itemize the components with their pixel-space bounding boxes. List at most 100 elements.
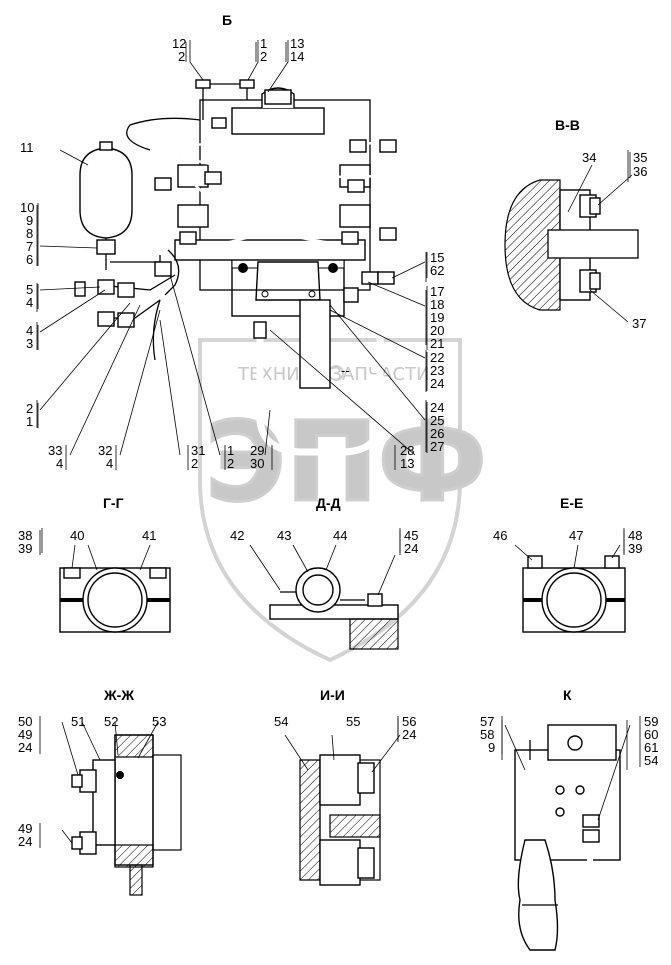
label-41: 41 [142, 528, 156, 543]
label-40: 40 [70, 528, 84, 543]
label-55: 55 [346, 714, 360, 729]
label-26: 26 [430, 426, 444, 441]
label-2: 2 [260, 49, 267, 64]
label-2: 2 [227, 456, 234, 471]
label-47: 47 [569, 528, 583, 543]
label-51: 51 [71, 714, 85, 729]
label-24: 24 [430, 400, 444, 415]
label-17: 17 [430, 284, 444, 299]
label-31: 31 [191, 443, 205, 458]
label-25: 25 [430, 413, 444, 428]
label-48: 48 [628, 528, 642, 543]
label-4: 4 [26, 295, 33, 310]
title-view-k: К [563, 687, 572, 703]
label-9: 9 [488, 740, 495, 755]
label-52: 52 [104, 714, 118, 729]
view-vv [504, 150, 639, 323]
label-44: 44 [333, 528, 347, 543]
label-12: 12 [172, 36, 186, 51]
label-6: 6 [26, 252, 33, 267]
label-2: 2 [191, 456, 198, 471]
label-54: 54 [274, 714, 288, 729]
view-ee [514, 528, 626, 633]
label-4: 4 [26, 323, 33, 338]
label-21: 21 [430, 336, 444, 351]
label-39: 39 [18, 541, 32, 556]
label-53: 53 [152, 714, 166, 729]
label-34: 34 [582, 150, 596, 165]
label-29: 29 [250, 443, 264, 458]
label-58: 58 [480, 727, 494, 742]
view-k [501, 720, 631, 955]
label-5: 5 [26, 282, 33, 297]
label-7: 7 [26, 239, 33, 254]
title-view-zhzh: Ж-Ж [103, 687, 134, 703]
label-23: 23 [430, 363, 444, 378]
label-18: 18 [430, 297, 444, 312]
label-49: 49 [18, 727, 32, 742]
view-gg [41, 528, 171, 633]
part-labels: 12 2 1 2 13 14 11 10 9 8 7 6 5 4 4 3 2 1… [18, 36, 658, 849]
label-24: 24 [404, 541, 418, 556]
label-1: 1 [227, 443, 234, 458]
label-46: 46 [493, 528, 507, 543]
label-2: 2 [178, 49, 185, 64]
title-view-gg: Г-Г [103, 495, 124, 511]
label-39: 39 [628, 541, 642, 556]
label-11: 11 [20, 140, 34, 155]
label-13: 13 [400, 456, 414, 471]
title-view-b: Б [222, 12, 232, 28]
label-30: 30 [250, 456, 264, 471]
label-4: 4 [106, 456, 113, 471]
label-4: 4 [56, 456, 63, 471]
title-view-vv: В-В [555, 117, 580, 133]
watermark-logo: ЭПФ [205, 398, 487, 526]
label-60: 60 [644, 727, 658, 742]
view-dd [249, 528, 401, 650]
label-14: 14 [290, 49, 304, 64]
label-24: 24 [402, 727, 416, 742]
label-brackets [37, 152, 641, 848]
label-62: 62 [430, 263, 444, 278]
view-ii [284, 718, 401, 886]
label-20: 20 [430, 323, 444, 338]
label-22: 22 [430, 350, 444, 365]
label-61: 61 [644, 740, 658, 755]
label-13: 13 [290, 36, 304, 51]
label-49: 49 [18, 821, 32, 836]
label-8: 8 [26, 226, 33, 241]
label-50: 50 [18, 714, 32, 729]
main-assembly: -- [74, 79, 401, 456]
svg-text:--: -- [341, 363, 350, 378]
title-view-dd: Д-Д [316, 495, 341, 511]
watermark: ТЕХНИКА ЗАПЧАСТИ ЭПФ [198, 338, 488, 663]
label-54: 54 [644, 753, 658, 768]
title-view-ee: Е-Е [560, 495, 583, 511]
label-37: 37 [632, 316, 646, 331]
label-15: 15 [430, 250, 444, 265]
label-42: 42 [230, 528, 244, 543]
label-1: 1 [260, 36, 267, 51]
view-zhzh [61, 721, 182, 896]
label-32: 32 [98, 443, 112, 458]
label-24: 24 [18, 834, 32, 849]
label-27: 27 [430, 439, 444, 454]
label-1: 1 [26, 414, 33, 429]
label-10: 10 [20, 200, 34, 215]
label-35: 35 [633, 150, 647, 165]
label-24: 24 [18, 740, 32, 755]
title-view-ii: И-И [320, 687, 345, 703]
label-38: 38 [18, 528, 32, 543]
label-19: 19 [430, 310, 444, 325]
label-2: 2 [26, 401, 33, 416]
label-36: 36 [633, 164, 647, 179]
label-43: 43 [277, 528, 291, 543]
label-45: 45 [404, 528, 418, 543]
label-59: 59 [644, 714, 658, 729]
label-33: 33 [48, 443, 62, 458]
leaders-main [36, 40, 427, 470]
label-57: 57 [480, 714, 494, 729]
label-9: 9 [26, 213, 33, 228]
label-56: 56 [402, 714, 416, 729]
